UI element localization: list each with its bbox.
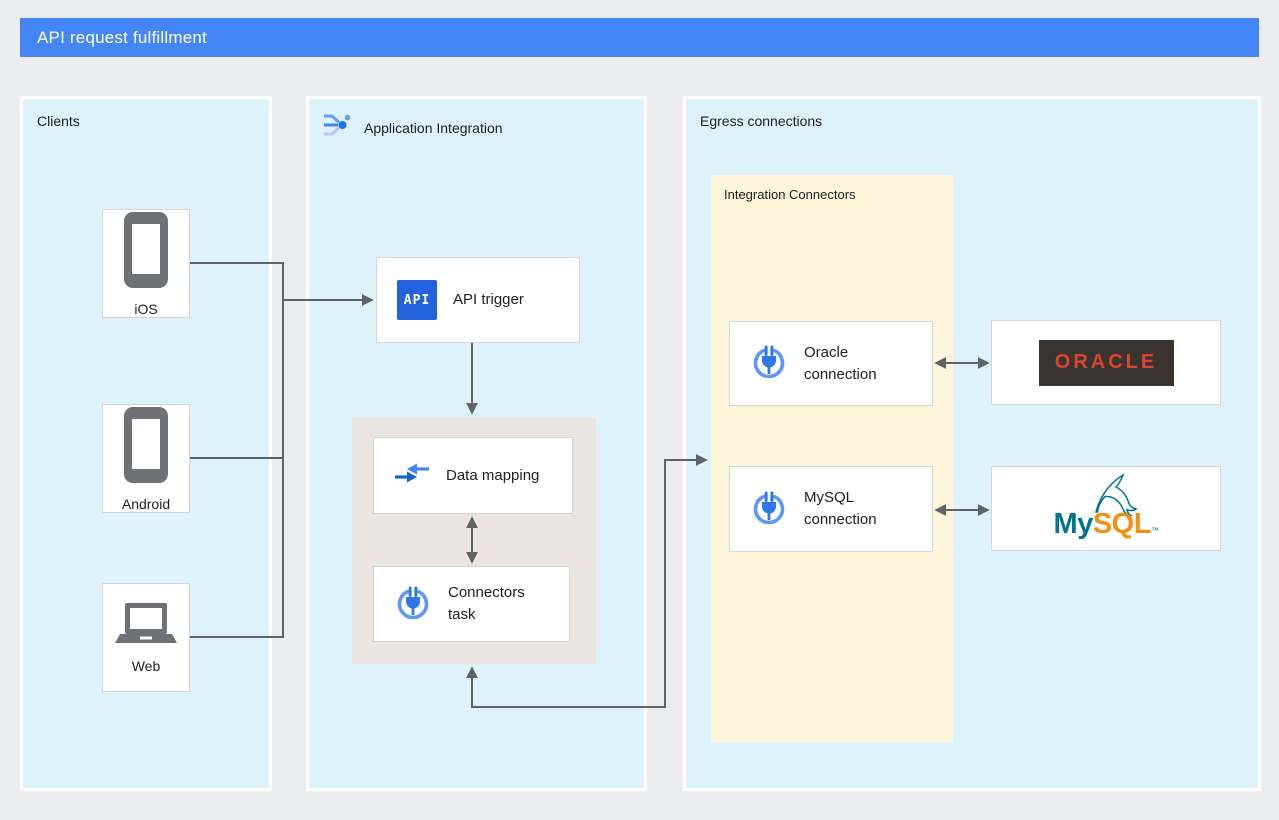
application-integration-icon [321,109,353,146]
egress-panel-title: Egress connections [700,113,823,129]
connectors-plug-icon [394,585,432,624]
client-web-node: Web [102,583,190,692]
integration-connectors-group: Integration Connectors [711,175,953,742]
data-mapping-icon [394,461,430,490]
mysql-dolphin-icon [1090,472,1144,521]
smartphone-icon [123,211,169,294]
connectors-task-label: Connectors task [448,584,525,623]
mysql-logo-tm: ™ [1150,526,1159,535]
data-mapping-node: Data mapping [373,437,573,514]
client-android-label: Android [121,495,171,512]
diagram-title: API request fulfillment [37,27,207,47]
diagram-title-bar: API request fulfillment [20,18,1259,57]
client-android-node: Android [102,404,190,513]
smartphone-icon [123,406,169,489]
api-trigger-node: API API trigger [376,257,580,343]
api-trigger-icon: API [397,280,437,320]
clients-panel-title: Clients [37,113,80,129]
oracle-logo: ORACLE [1038,339,1174,386]
oracle-connection-node: Oracle connection [729,321,933,406]
application-integration-title: Application Integration [364,119,503,136]
mysql-connection-node: MySQL connection [729,466,933,552]
mysql-logo-text: MySQL™ [992,508,1220,541]
client-ios-node: iOS [102,209,190,318]
mysql-database-node: MySQL™ [991,466,1221,551]
mysql-logo: MySQL™ [992,467,1220,550]
mysql-logo-sql: SQL [1092,508,1152,540]
application-integration-header: Application Integration [321,109,503,146]
api-icon-text: API [403,292,431,308]
laptop-icon [115,602,177,651]
client-web-label: Web [131,657,161,674]
oracle-connection-label: Oracle connection [804,343,877,383]
connectors-plug-icon [750,344,788,383]
client-ios-label: iOS [134,300,158,317]
mysql-connection-label: MySQL connection [804,489,877,528]
integration-connectors-label: Integration Connectors [724,187,856,202]
data-mapping-label: Data mapping [446,466,540,484]
connectors-plug-icon [750,490,788,529]
connectors-task-node: Connectors task [373,566,570,642]
mysql-logo-my: My [1053,508,1094,540]
oracle-database-node: ORACLE [991,320,1221,405]
oracle-logo-text: ORACLE [1054,351,1158,373]
api-trigger-label: API trigger [453,291,524,309]
